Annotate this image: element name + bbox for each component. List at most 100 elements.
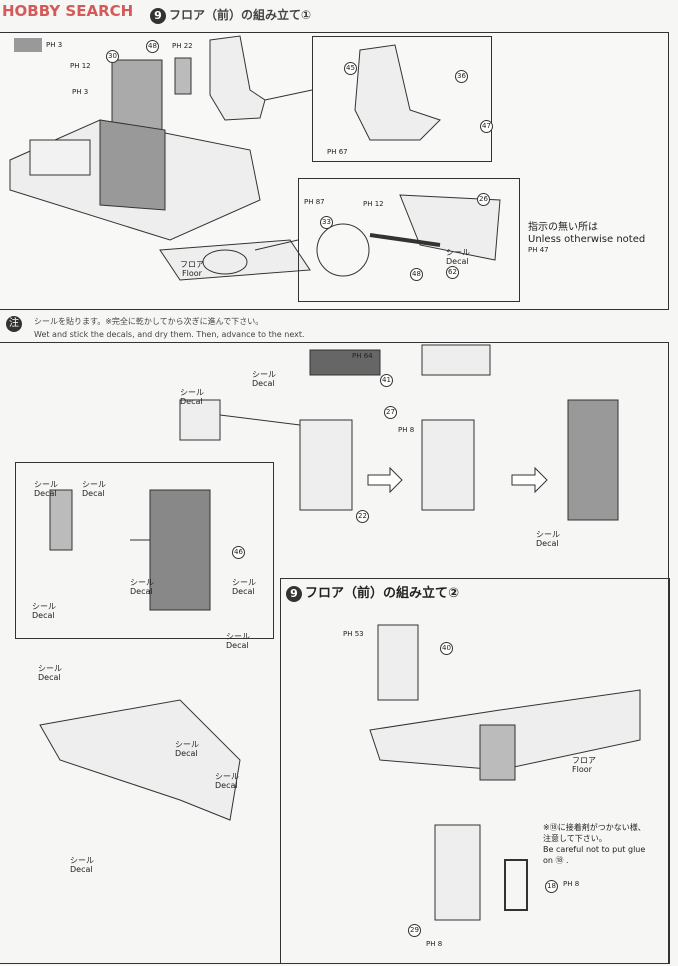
- console-wall: [99, 119, 166, 211]
- steering-shaft: [369, 233, 441, 247]
- decal-en: Decal: [175, 749, 198, 758]
- decal-en: Decal: [70, 865, 93, 874]
- decal-detail: [179, 399, 221, 441]
- glue-note-jp2: 注意して下さい。: [543, 834, 607, 843]
- decal-jp: シール: [180, 388, 204, 397]
- floor-block: [29, 139, 91, 176]
- part-number: 46: [232, 546, 245, 559]
- paint-label: PH 22: [172, 42, 193, 50]
- part-number: 41: [380, 374, 393, 387]
- paint-label: PH 53: [343, 630, 364, 638]
- console-assembly: [434, 824, 481, 921]
- decal-en: Decal: [38, 673, 61, 682]
- decal-jp: シール: [226, 632, 250, 641]
- unless-jp: 指示の無い所は: [528, 222, 598, 233]
- decal-en: Decal: [446, 257, 469, 266]
- caution-jp: シールを貼ります。※完全に乾かしてから次ぎに進んで下さい。: [34, 317, 264, 326]
- decal-en: Decal: [34, 489, 57, 498]
- unless-en: Unless otherwise noted: [528, 234, 646, 245]
- paint-label: PH 8: [398, 426, 415, 434]
- part-number: 33: [320, 216, 333, 229]
- step-title-text: フロア（前）の組み立て①: [169, 8, 312, 22]
- floor-en: Floor: [572, 765, 592, 774]
- floor-jp: フロア: [572, 756, 596, 765]
- paint-label: PH 12: [363, 200, 384, 208]
- seat-part: [209, 35, 266, 121]
- paint-label: PH 67: [327, 148, 348, 156]
- decal-en: Decal: [180, 397, 203, 406]
- decal-jp: シール: [82, 480, 106, 489]
- part-number: 22: [356, 510, 369, 523]
- decal-en: Decal: [536, 539, 559, 548]
- decal-en: Decal: [130, 587, 153, 596]
- paint-label: PH 8: [563, 880, 580, 888]
- glue-note-en2: on ⑱ .: [543, 856, 569, 865]
- decal-number: 62: [446, 266, 459, 279]
- panel-part: [149, 489, 211, 611]
- step-number: 9: [286, 586, 302, 602]
- unless-note: 指示の無い所は Unless otherwise noted PH 47: [528, 222, 645, 255]
- floor-jp: フロア: [180, 260, 204, 269]
- part-number: 36: [455, 70, 468, 83]
- paint-label: PH 12: [70, 62, 91, 70]
- glue-note-jp1: ※⑱に接着剤がつかない様、: [543, 823, 646, 832]
- arrow-icon: [511, 466, 548, 494]
- step2-panel: [280, 578, 670, 964]
- glue-note: ※⑱に接着剤がつかない様、 注意して下さい。 Be careful not to…: [543, 822, 646, 866]
- decal-jp: シール: [32, 602, 56, 611]
- box-part: [479, 724, 516, 781]
- decal-jp: シール: [130, 578, 154, 587]
- floor-en: Floor: [182, 269, 202, 278]
- caution-en: Wet and stick the decals, and dry them. …: [34, 330, 305, 339]
- decal-en: Decal: [232, 587, 255, 596]
- decal-jp: シール: [38, 664, 62, 673]
- console-part: [111, 59, 163, 131]
- paint-label: PH 87: [304, 198, 325, 206]
- steering-wheel: [316, 223, 370, 277]
- decal-jp: シール: [252, 370, 276, 379]
- step-title-text: フロア（前）の組み立て②: [305, 586, 460, 601]
- decal-jp: シール: [446, 248, 470, 257]
- decal-jp: シール: [175, 740, 199, 749]
- part-number: 45: [344, 62, 357, 75]
- part-number: 30: [106, 50, 119, 63]
- decal-jp: シール: [215, 772, 239, 781]
- dashboard-assembly: [39, 699, 241, 821]
- decal-jp: シール: [34, 480, 58, 489]
- decal-inset: [15, 462, 274, 639]
- handle-part: [504, 859, 528, 911]
- decal-en: Decal: [32, 611, 55, 620]
- part-number: 29: [408, 924, 421, 937]
- console-top-2: [421, 344, 491, 376]
- glue-note-en1: Be careful not to put glue: [543, 845, 646, 854]
- console-final: [567, 399, 619, 521]
- paint-label: PH 8: [426, 940, 443, 948]
- part-number: 27: [384, 406, 397, 419]
- seat-inset: [312, 36, 492, 162]
- part-number: 26: [477, 193, 490, 206]
- panel-40: [377, 624, 419, 701]
- part-number: 18: [545, 880, 558, 893]
- decal-jp: シール: [536, 530, 560, 539]
- decal-jp: シール: [70, 856, 94, 865]
- watermark: HOBBY SEARCH: [2, 2, 134, 20]
- step-number: 9: [150, 8, 166, 24]
- seat-detail: [354, 44, 441, 141]
- console-top: [309, 349, 381, 376]
